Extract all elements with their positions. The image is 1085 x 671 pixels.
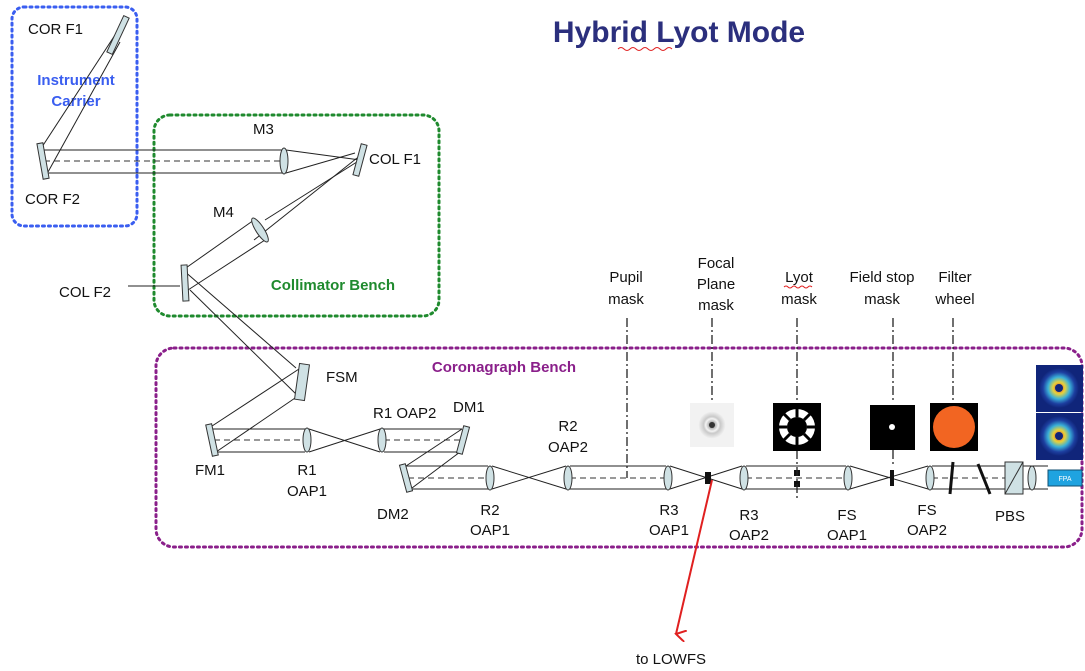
fpa-psf-images [1036, 365, 1083, 460]
r3-oap2-label-2: OAP2 [729, 527, 769, 544]
r2-oap2-label-2: OAP2 [548, 439, 588, 456]
collimator-bench-label: Collimator Bench [271, 277, 395, 294]
coronagraph-bench-region [154, 346, 1084, 549]
cor-f2-label: COR F2 [25, 191, 80, 208]
r1-oap1-label-1: R1 [297, 462, 316, 479]
m4-lens [251, 217, 269, 243]
r2-oap1-label-1: R2 [480, 502, 499, 519]
instrument-carrier-label-2: Carrier [51, 93, 100, 110]
diagram-title: Hybrid Lyot Mode [553, 16, 805, 49]
fs-oap2-lens [925, 465, 935, 491]
field-stop-mask-image [870, 405, 915, 450]
beam-dm1-dm2 [405, 428, 463, 489]
focal-plane-mask-label-2: Plane [697, 276, 735, 293]
cor-f1-mirror [106, 14, 130, 56]
pupil-mask-label-1: Pupil [609, 269, 642, 286]
focal-plane-mask-element [705, 472, 711, 484]
title-spellcheck-underline [617, 47, 673, 51]
m4-label: M4 [213, 204, 234, 221]
fm1-mirror [205, 423, 219, 457]
focal-plane-mask-label-1: Focal [698, 255, 735, 272]
fm1-label: FM1 [195, 462, 225, 479]
beam-r1 [212, 428, 462, 453]
beam-cor-col [40, 149, 361, 174]
fs-oap2-label-1: FS [917, 502, 936, 519]
r3-oap1-label-1: R3 [659, 502, 678, 519]
fs-oap2-label-2: OAP2 [907, 522, 947, 539]
filter-wheel-label-2: wheel [934, 291, 974, 308]
r1-oap1-lens [302, 427, 312, 453]
coronagraph-bench-label: Coronagraph Bench [432, 359, 576, 376]
dm1-label: DM1 [453, 399, 485, 416]
r2-oap1-label-2: OAP1 [470, 522, 510, 539]
lyot-mask-label-2: mask [781, 291, 817, 308]
focal-plane-mask-label-3: mask [698, 297, 734, 314]
instrument-carrier-label-1: Instrument [37, 72, 115, 89]
r3-oap2-label-1: R3 [739, 507, 758, 524]
filter-element [948, 461, 955, 495]
fsm-label: FSM [326, 369, 358, 386]
r1-oap2-lens [377, 427, 387, 453]
col-f1-label: COL F1 [369, 151, 421, 168]
fsm-mirror [293, 362, 311, 402]
cor-f1-label: COR F1 [28, 21, 83, 38]
col-f2-label: COL F2 [59, 284, 111, 301]
lyot-spellcheck-underline [783, 285, 813, 289]
r1-oap1-label-2: OAP1 [287, 483, 327, 500]
fpa-lens [1027, 465, 1037, 491]
fpa-detector: FPA [1047, 469, 1083, 487]
lowfs-label: to LOWFS [636, 651, 706, 668]
beam-col-fsm [182, 269, 299, 397]
r3-oap2-lens [739, 465, 749, 491]
r2-oap1-lens [485, 465, 495, 491]
fs-oap1-lens [843, 465, 853, 491]
pbs-label: PBS [995, 508, 1025, 525]
instrument-carrier-region [10, 5, 139, 228]
tilted-plate [976, 463, 992, 495]
field-stop-mask-label-2: mask [864, 291, 900, 308]
r2-oap2-label-1: R2 [558, 418, 577, 435]
lyot-mask-label-1: Lyot [785, 269, 814, 286]
fs-oap1-label-2: OAP1 [827, 527, 867, 544]
filter-wheel-image [930, 403, 978, 451]
field-stop-mask-label-1: Field stop [849, 269, 914, 286]
lyot-mask-image [773, 403, 821, 451]
m3-label: M3 [253, 121, 274, 138]
dm1-mirror [455, 425, 471, 455]
beam-fsm-fm1 [208, 368, 300, 453]
dm2-label: DM2 [377, 506, 409, 523]
lowfs-arrow [676, 479, 713, 634]
filter-wheel-label-1: Filter [938, 269, 971, 286]
dm2-mirror [398, 463, 414, 493]
cor-f2-mirror [36, 142, 50, 180]
pupil-mask-label-2: mask [608, 291, 644, 308]
fpa-label: FPA [1058, 476, 1071, 483]
col-f2-mirror [180, 264, 190, 302]
focal-plane-mask-image [690, 403, 734, 447]
beam-main-rail [406, 465, 1048, 490]
r2-oap2-lens [563, 465, 573, 491]
collimator-bench-region [152, 113, 441, 318]
beam-col [182, 157, 361, 291]
r1-oap2-label: R1 OAP2 [373, 405, 436, 422]
r3-oap1-lens [663, 465, 673, 491]
col-f1-mirror [352, 143, 368, 177]
pbs-cube [1004, 461, 1024, 495]
field-stop-element [890, 470, 894, 486]
r3-oap1-label-2: OAP1 [649, 522, 689, 539]
m3-lens [279, 147, 289, 175]
fs-oap1-label-1: FS [837, 507, 856, 524]
